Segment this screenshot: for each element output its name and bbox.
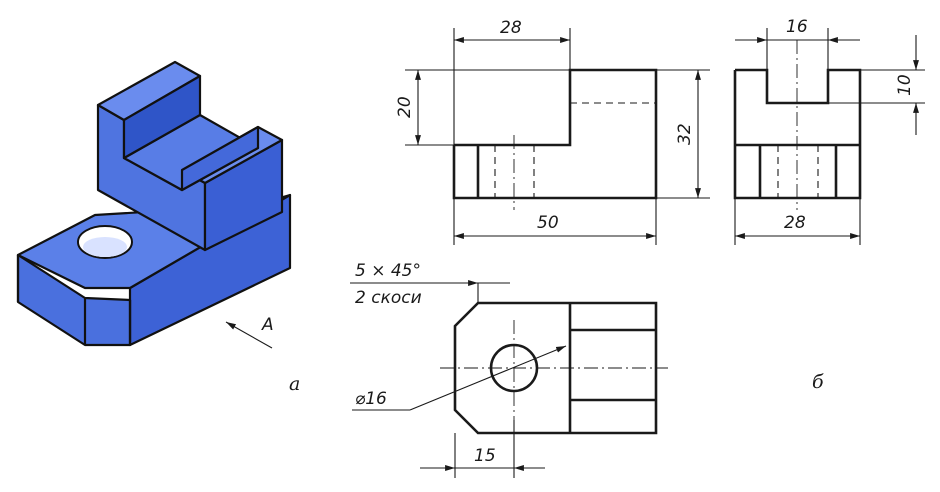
side-dims: 16 10 28 [734,17,925,245]
caption-b: б [812,371,824,393]
dim-side-slot-depth: 10 [895,74,915,96]
caption-a: а [289,373,300,395]
side-view [733,40,862,210]
dim-chamfer-size: 5 × 45° [355,261,421,281]
view-arrow-label: A [261,315,274,335]
front-dims: 28 20 32 50 [395,18,710,245]
front-view [452,68,658,210]
dim-front-top-width: 28 [500,18,522,38]
top-dims: 5 × 45° 2 скоси ⌀16 15 [350,261,567,478]
slot-wall [122,74,202,160]
dim-front-total-height: 32 [675,123,695,145]
dim-front-height-step: 20 [395,96,415,118]
top-view [440,301,668,435]
dim-hole-position: 15 [474,446,496,466]
dim-side-slot-width: 16 [786,17,808,37]
dim-front-total-width: 50 [537,213,559,233]
dim-side-total-width: 28 [784,213,806,233]
isometric-view [16,60,292,347]
view-arrow: A [225,315,274,349]
dim-hole-diameter: ⌀16 [355,389,387,409]
hole-inner-shade [83,237,127,257]
rib-right-wall [180,125,260,192]
dim-chamfer-count: 2 скоси [355,288,422,308]
